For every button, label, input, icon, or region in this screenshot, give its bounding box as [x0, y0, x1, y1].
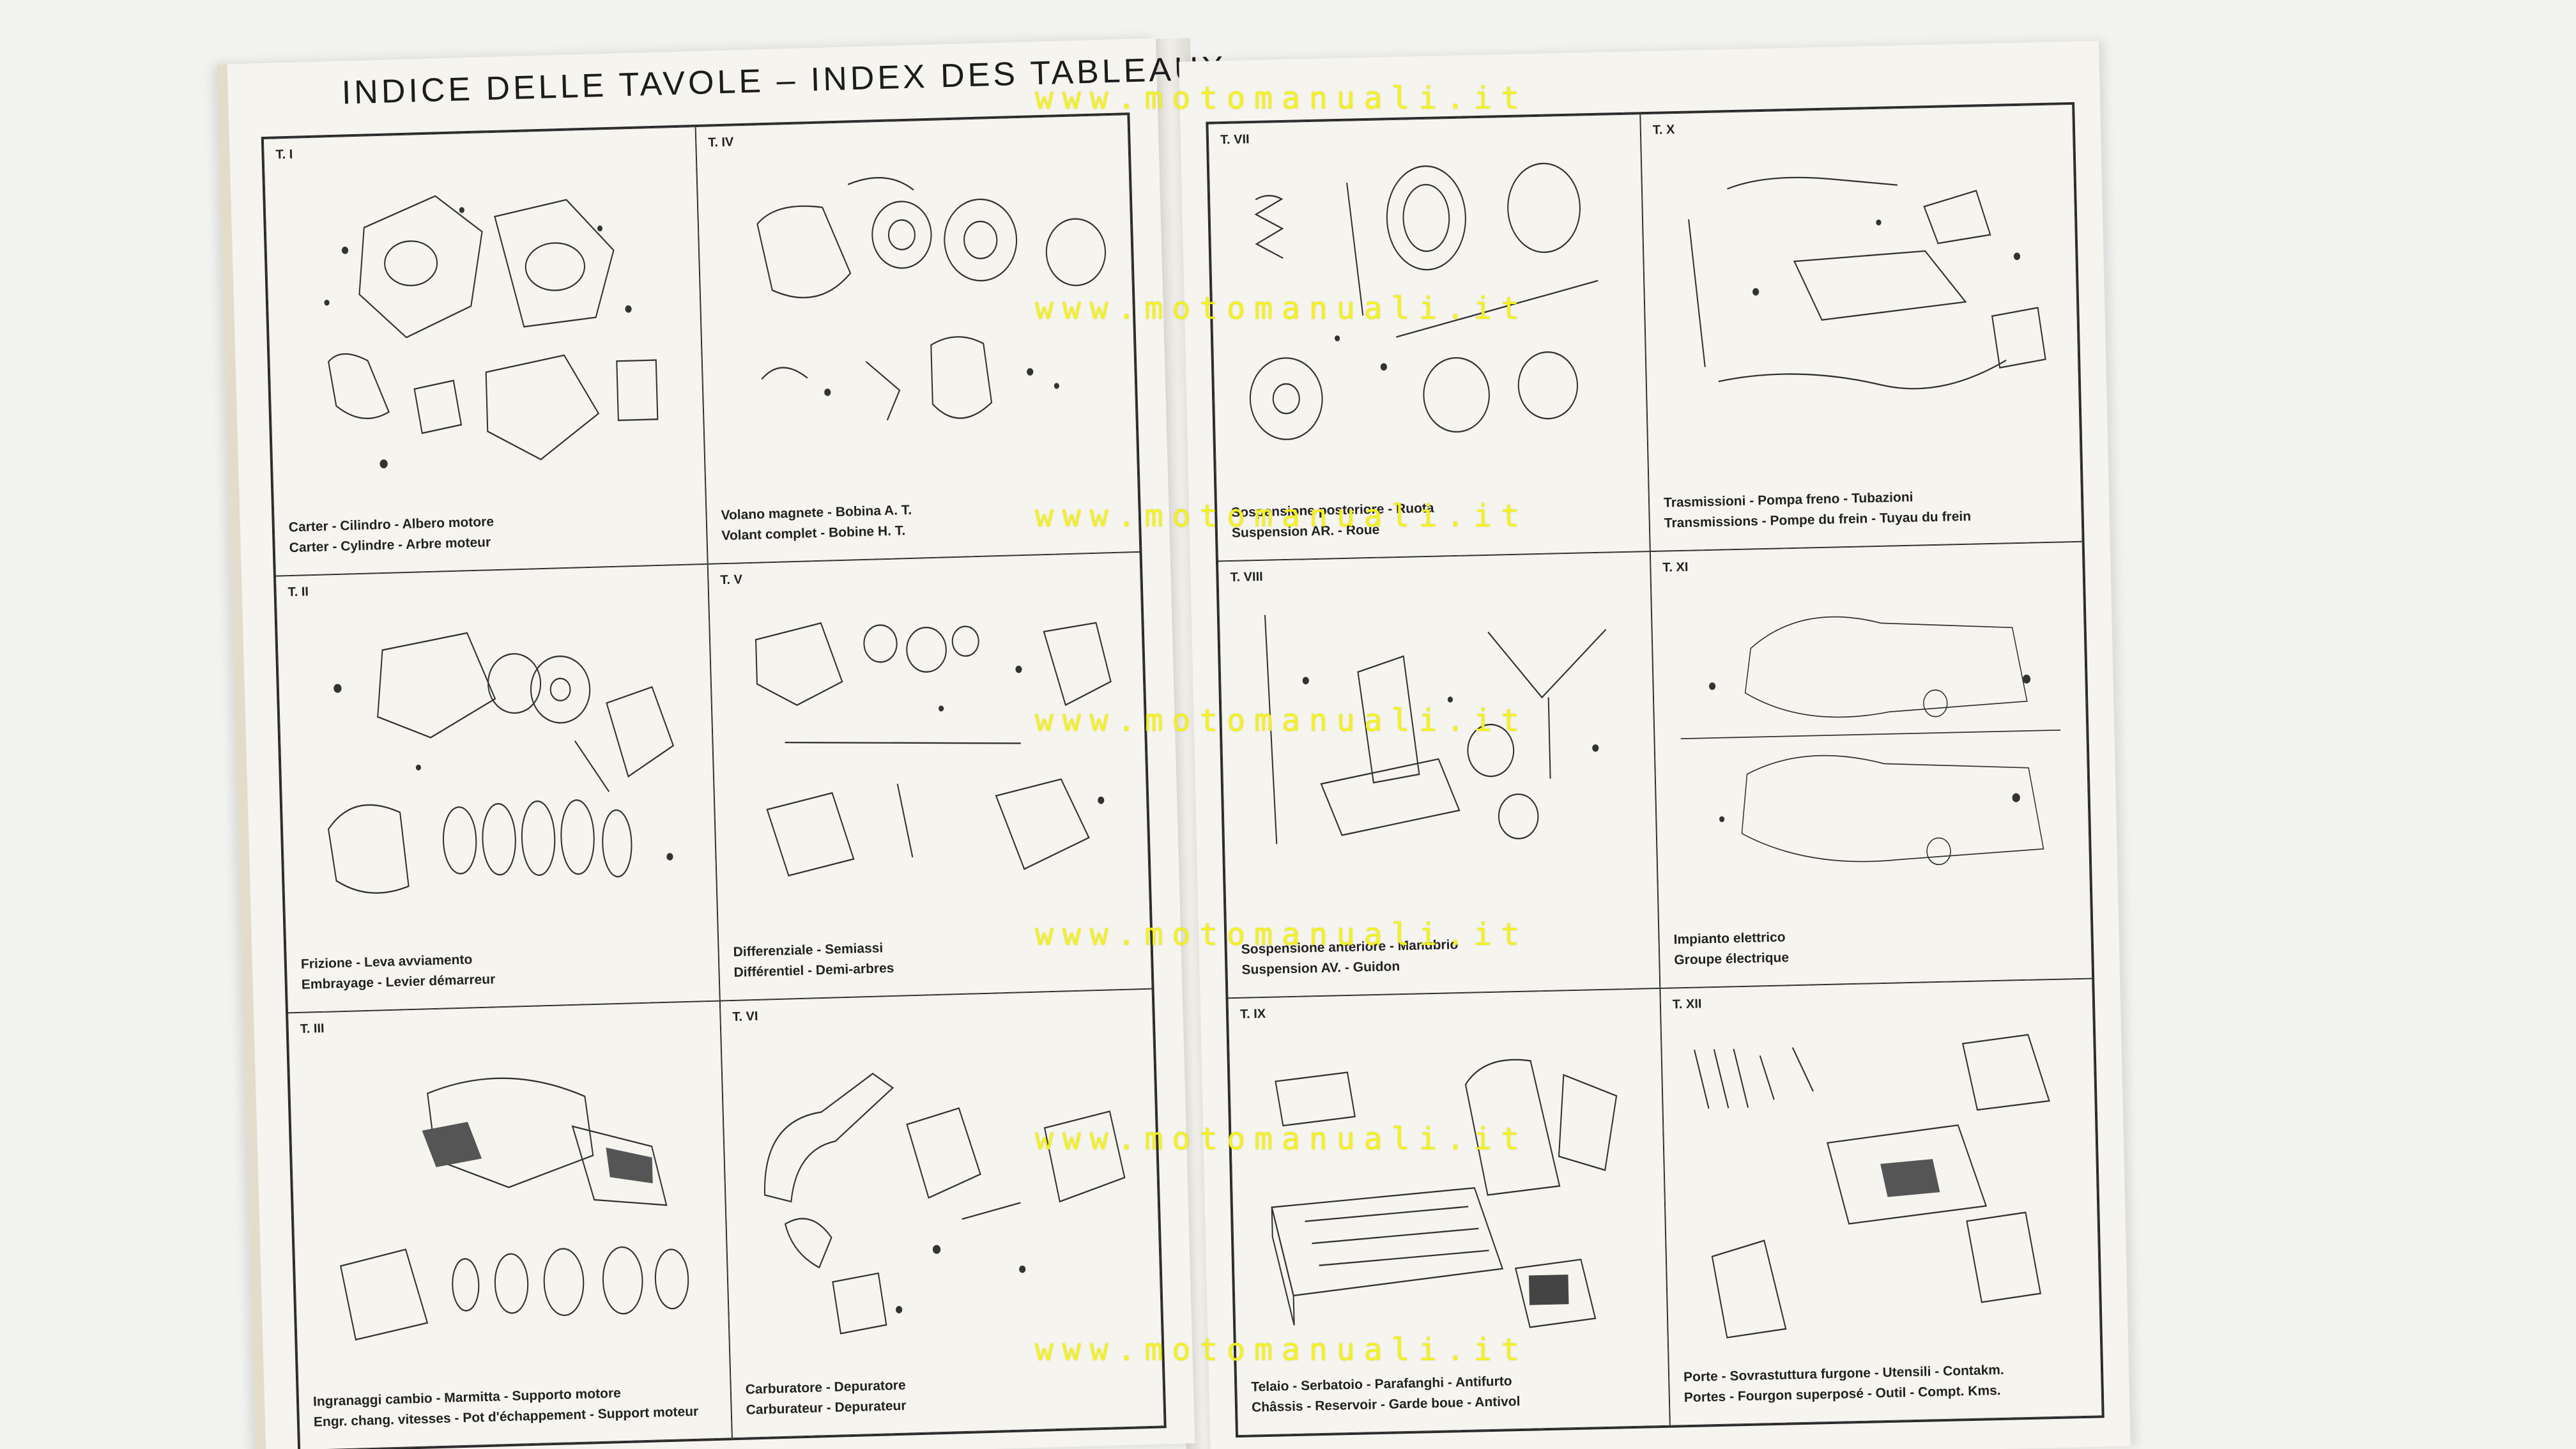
- table-caption: Telaio - Serbatoio - Parafanghi - Antifu…: [1251, 1374, 1521, 1415]
- table-caption: Trasmissioni - Pompa freno - Tubazioni T…: [1663, 489, 1972, 531]
- table-cell-t11: T. XI Impianto elettrico Groupe électriq…: [1650, 541, 2093, 989]
- watermark-text: www.motomanuali.it: [1035, 917, 1529, 953]
- table-caption: Carburatore - Depuratore Carburateur - D…: [745, 1377, 907, 1418]
- watermark-text: www.motomanuali.it: [1035, 498, 1529, 534]
- table-cell-t7: T. VII Sospensione posteriore - Ruota: [1208, 114, 1650, 562]
- watermark-text: www.motomanuali.it: [1035, 1332, 1529, 1368]
- table-number: T. III: [300, 1022, 325, 1037]
- engine-case-drawing: [324, 195, 659, 469]
- table-caption: Porte - Sovrastuttura furgone - Utensili…: [1683, 1362, 2004, 1406]
- table-caption: Impianto elettrico Groupe électrique: [1673, 930, 1790, 968]
- table-cell-t2: T. II Frizione - Leva avvi: [275, 564, 720, 1013]
- table-caption: Carter - Cilindro - Albero motore Carter…: [288, 514, 494, 555]
- table-number: T. VI: [732, 1009, 758, 1025]
- table-cell-t12: T. XII Porte - Sovrastuttura furgone - U…: [1660, 978, 2103, 1426]
- table-cell-t9: T. IX Telaio - Serbatoio - Parafanghi -: [1227, 988, 1670, 1436]
- watermark-text: www.motomanuali.it: [1035, 80, 1529, 116]
- table-cell-t4: T. IV Volano magnete - Bobina A. T.: [695, 114, 1140, 564]
- carburetor-drawing: [764, 1073, 1126, 1335]
- table-number: T. IV: [707, 135, 734, 150]
- table-cell-t5: T. V Differenziale - Semiassi: [707, 551, 1153, 1001]
- table-number: T. XII: [1672, 997, 1702, 1012]
- chassis-drawing: [1271, 1059, 1618, 1329]
- table-number: T. II: [288, 584, 309, 599]
- clutch-drawing: [327, 632, 675, 894]
- table-number: T. I: [275, 147, 293, 162]
- brake-lines-drawing: [1688, 176, 2046, 390]
- table-cell-t6: T. VI Carburatore - Depuratore Carburate…: [719, 988, 1165, 1439]
- table-number: T. XI: [1662, 560, 1689, 575]
- table-caption: Differenziale - Semiassi Différentiel - …: [733, 940, 894, 981]
- differential-drawing: [755, 622, 1112, 877]
- van-body-tools-drawing: [1694, 1034, 2050, 1339]
- table-cell-t10: T. X Trasmissioni - Pompa freno - Tubazi…: [1640, 103, 2083, 551]
- watermark-text: www.motomanuali.it: [1035, 291, 1529, 326]
- table-caption: Ingranaggi cambio - Marmitta - Supporto …: [312, 1386, 699, 1430]
- table-number: T. VII: [1220, 132, 1250, 148]
- right-table-grid: T. VII Sospensione posteriore - Ruota: [1206, 102, 2104, 1438]
- table-number: T. IX: [1239, 1007, 1266, 1022]
- table-caption: Volano magnete - Bobina A. T. Volant com…: [721, 502, 912, 543]
- rear-suspension-drawing: [1249, 162, 1598, 440]
- table-number: T. X: [1652, 123, 1675, 137]
- electrical-system-drawing: [1680, 616, 2061, 865]
- table-caption: Frizione - Leva avviamento Embrayage - L…: [300, 952, 496, 993]
- table-number: T. VIII: [1230, 569, 1263, 585]
- front-suspension-drawing: [1264, 615, 1607, 844]
- watermark-text: www.motomanuali.it: [1035, 1121, 1529, 1157]
- left-page: INDICE DELLE TAVOLE – INDEX DES TABLEAUX…: [217, 38, 1227, 1449]
- flywheel-magneto-drawing: [756, 177, 1107, 421]
- watermark-text: www.motomanuali.it: [1035, 703, 1529, 739]
- table-cell-t3: T. III Ingranaggi cambio - Marmitta - Su…: [288, 1000, 732, 1449]
- table-cell-t1: T. I: [263, 126, 708, 576]
- gearbox-muffler-drawing: [339, 1077, 689, 1341]
- table-number: T. V: [720, 572, 743, 587]
- table-cell-t8: T. VIII Sospensione anteriore - Manubrio…: [1217, 551, 1660, 999]
- left-table-grid: T. I: [261, 112, 1167, 1449]
- right-page: T. VII Sospensione posteriore - Ruota: [1179, 40, 2131, 1449]
